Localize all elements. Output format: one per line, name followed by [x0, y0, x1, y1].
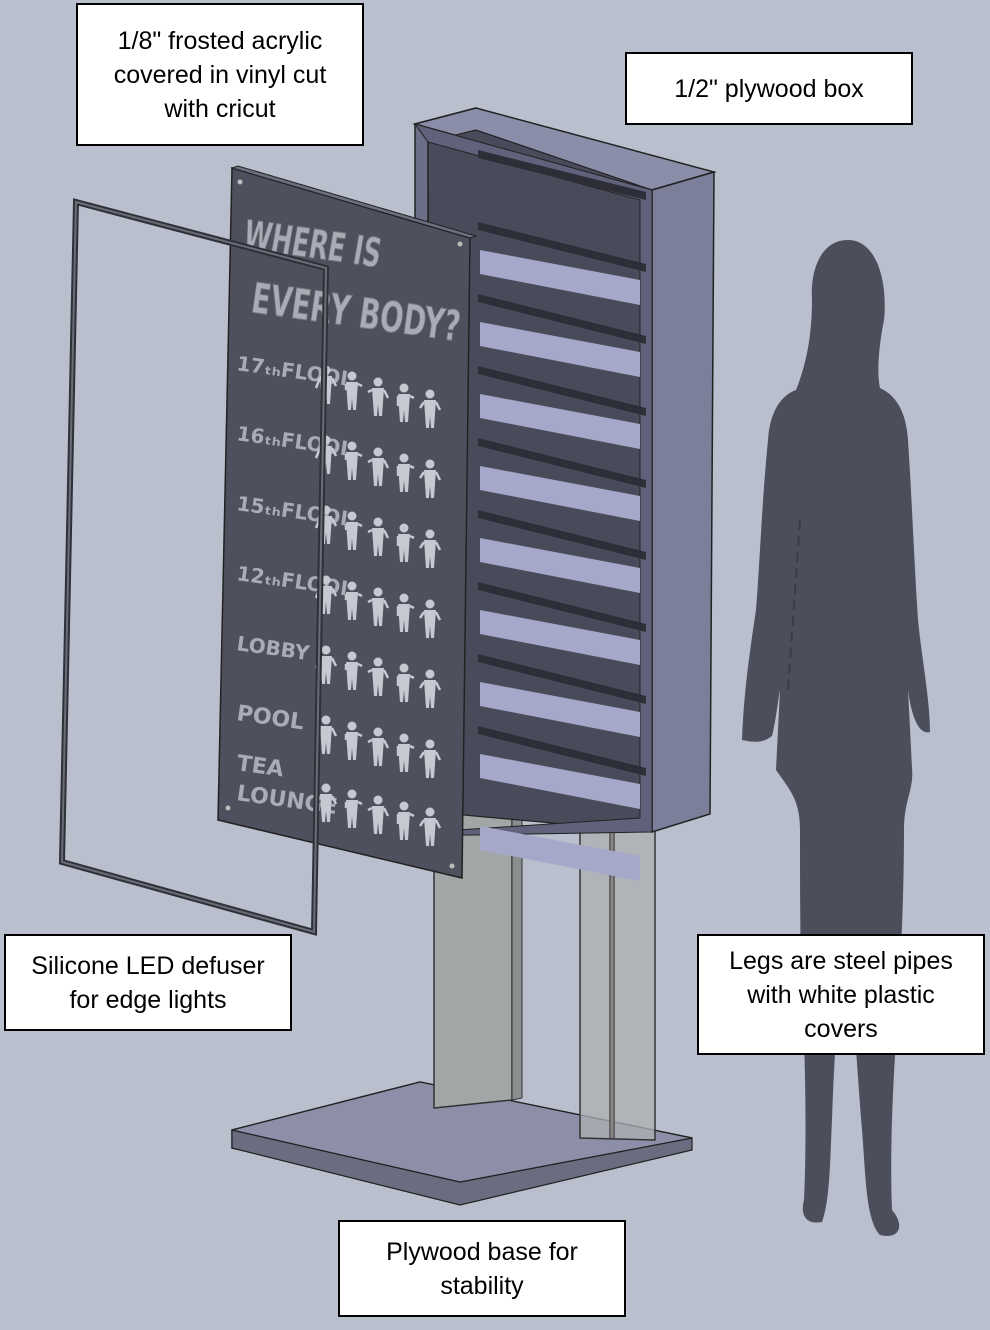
callout-plywood-box: 1/2" plywood box: [625, 52, 913, 125]
person-glyph-icon: [367, 657, 390, 696]
person-glyph-icon: [396, 733, 415, 772]
person-glyph-icon: [367, 447, 390, 486]
silicone-led-diffuser: [58, 198, 330, 936]
slot-light: [480, 754, 640, 809]
person-glyph-icon: [418, 669, 442, 708]
person-glyph-icon: [314, 783, 338, 822]
plywood-base: [231, 1081, 693, 1206]
person-glyph-icon: [396, 593, 415, 632]
slot-bar: [478, 726, 646, 776]
slot-light: [480, 826, 640, 881]
slot-bar: [478, 294, 646, 344]
person-glyph-icon: [418, 459, 442, 498]
slot-bar: [478, 510, 646, 560]
slot-bar: [478, 654, 646, 704]
person-glyph-icon: [344, 721, 363, 760]
slot-light: [480, 466, 640, 521]
person-glyph-icon: [367, 517, 390, 556]
slot-light: [480, 610, 640, 665]
person-glyph-icon: [367, 587, 390, 626]
slot-light: [480, 322, 640, 377]
slot-bar: [478, 150, 646, 200]
person-glyph-icon: [344, 789, 363, 828]
slot-bar: [478, 222, 646, 272]
acrylic-panel: WHERE IS EVERY BODY? 17ₜₕFLOOI16ₜₕFLOOI1…: [217, 165, 478, 879]
person-glyph-icon: [344, 371, 363, 410]
slot-light: [480, 394, 640, 449]
person-glyph-icon: [344, 441, 363, 480]
slot-light: [480, 250, 640, 305]
slot-light: [480, 682, 640, 737]
person-glyph-icon: [418, 807, 442, 846]
person-glyph-icon: [418, 529, 442, 568]
callout-legs: Legs are steel pipes with white plastic …: [697, 934, 985, 1055]
person-silhouette: [742, 240, 930, 1236]
person-glyph-icon: [418, 389, 442, 428]
slot-light: [480, 538, 640, 593]
slot-bar: [478, 366, 646, 416]
callout-base: Plywood base for stability: [338, 1220, 626, 1317]
slot-bar: [478, 438, 646, 488]
person-glyph-icon: [396, 663, 415, 702]
person-glyph-icon: [418, 739, 442, 778]
person-glyph-icon: [344, 581, 363, 620]
callout-silicone-diffuser: Silicone LED defuser for edge lights: [4, 934, 292, 1031]
person-glyph-icon: [396, 453, 415, 492]
person-glyph-icon: [367, 377, 390, 416]
back-leg: [579, 819, 656, 1141]
slot-bar: [478, 582, 646, 632]
led-slots: [478, 150, 646, 881]
person-glyph-icon: [396, 801, 415, 840]
person-glyph-icon: [344, 651, 363, 690]
person-glyph-icon: [367, 795, 390, 834]
person-glyph-icon: [418, 599, 442, 638]
person-glyph-icon: [396, 383, 415, 422]
person-glyph-icon: [344, 511, 363, 550]
panel-floor-rows: 17ₜₕFLOOI16ₜₕFLOOI15ₜₕFLOOI12ₜₕFLOOILOBB…: [235, 351, 442, 846]
person-glyph-icon: [367, 727, 390, 766]
callout-acrylic: 1/8" frosted acrylic covered in vinyl cu…: [76, 3, 364, 146]
person-glyph-icon: [396, 523, 415, 562]
